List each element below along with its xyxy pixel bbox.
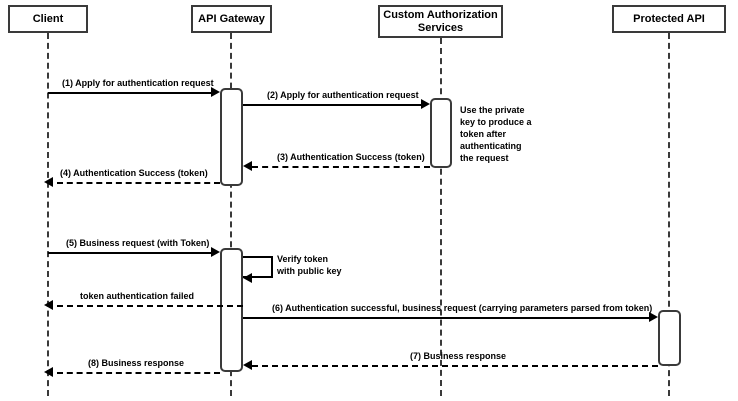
participant-box-protected-api[interactable]: Protected API	[612, 5, 726, 33]
message-label-6: (6) Authentication successful, business …	[272, 303, 653, 313]
participant-box-api-gateway[interactable]: API Gateway	[191, 5, 272, 33]
message-arrowhead-2	[421, 99, 430, 109]
participant-label-custom-auth: Custom Authorization Services	[383, 8, 498, 34]
message-line-5	[48, 252, 211, 254]
message-arrowhead-8	[44, 367, 53, 377]
message-label-7: (7) Business response	[410, 351, 507, 361]
lifeline-line-api-gateway	[230, 33, 232, 396]
message-arrowhead-token-auth-failed	[44, 300, 53, 310]
self-message-label-line-1: Verify token	[277, 254, 329, 264]
message-line-6	[243, 317, 649, 319]
message-label-3: (3) Authentication Success (token)	[277, 152, 425, 162]
message-line-7	[252, 365, 658, 367]
message-arrowhead-3	[243, 161, 252, 171]
message-label-5: (5) Business request (with Token)	[66, 238, 210, 248]
activation-bar-custom-auth-1	[430, 98, 452, 168]
note-private-key-line-1: Use the private	[460, 105, 525, 115]
activation-bar-api-gateway-1	[220, 88, 243, 186]
participant-label-client: Client	[32, 12, 64, 25]
lifeline-line-custom-auth	[440, 38, 442, 396]
note-private-key: Use the private key to produce a token a…	[460, 104, 532, 164]
activation-bar-api-gateway-2	[220, 248, 243, 372]
message-label-8: (8) Business response	[88, 358, 185, 368]
activation-bar-protected-api-1	[658, 310, 681, 366]
message-line-2	[243, 104, 421, 106]
participant-label-api-gateway: API Gateway	[198, 12, 265, 25]
lifeline-line-protected-api	[668, 33, 670, 396]
message-arrowhead-5	[211, 247, 220, 257]
message-label-1: (1) Apply for authentication request	[62, 78, 214, 88]
note-private-key-line-3: token after	[460, 129, 507, 139]
lifeline-line-client	[47, 33, 49, 396]
message-arrowhead-6	[649, 312, 658, 322]
participant-box-custom-auth[interactable]: Custom Authorization Services	[378, 5, 503, 38]
self-message-label-line-2: with public key	[277, 266, 342, 276]
message-arrowhead-7	[243, 360, 252, 370]
message-arrowhead-4	[44, 177, 53, 187]
message-label-4: (4) Authentication Success (token)	[60, 168, 208, 178]
message-line-token-auth-failed	[57, 305, 243, 307]
participant-box-client[interactable]: Client	[8, 5, 88, 33]
message-arrowhead-1	[211, 87, 220, 97]
note-private-key-line-5: the request	[460, 153, 509, 163]
self-message-loop-verify-token	[243, 256, 273, 278]
message-line-4	[57, 182, 220, 184]
note-private-key-line-4: authenticating	[460, 141, 522, 151]
self-message-label-verify-token: Verify token with public key	[277, 253, 342, 277]
message-line-1	[48, 92, 211, 94]
message-line-3	[252, 166, 430, 168]
message-label-2: (2) Apply for authentication request	[267, 90, 419, 100]
message-line-8	[57, 372, 220, 374]
self-message-arrowhead-verify-token	[243, 273, 252, 283]
participant-label-protected-api: Protected API	[633, 12, 705, 25]
note-private-key-line-2: key to produce a	[460, 117, 532, 127]
message-label-token-auth-failed: token authentication failed	[80, 291, 195, 301]
